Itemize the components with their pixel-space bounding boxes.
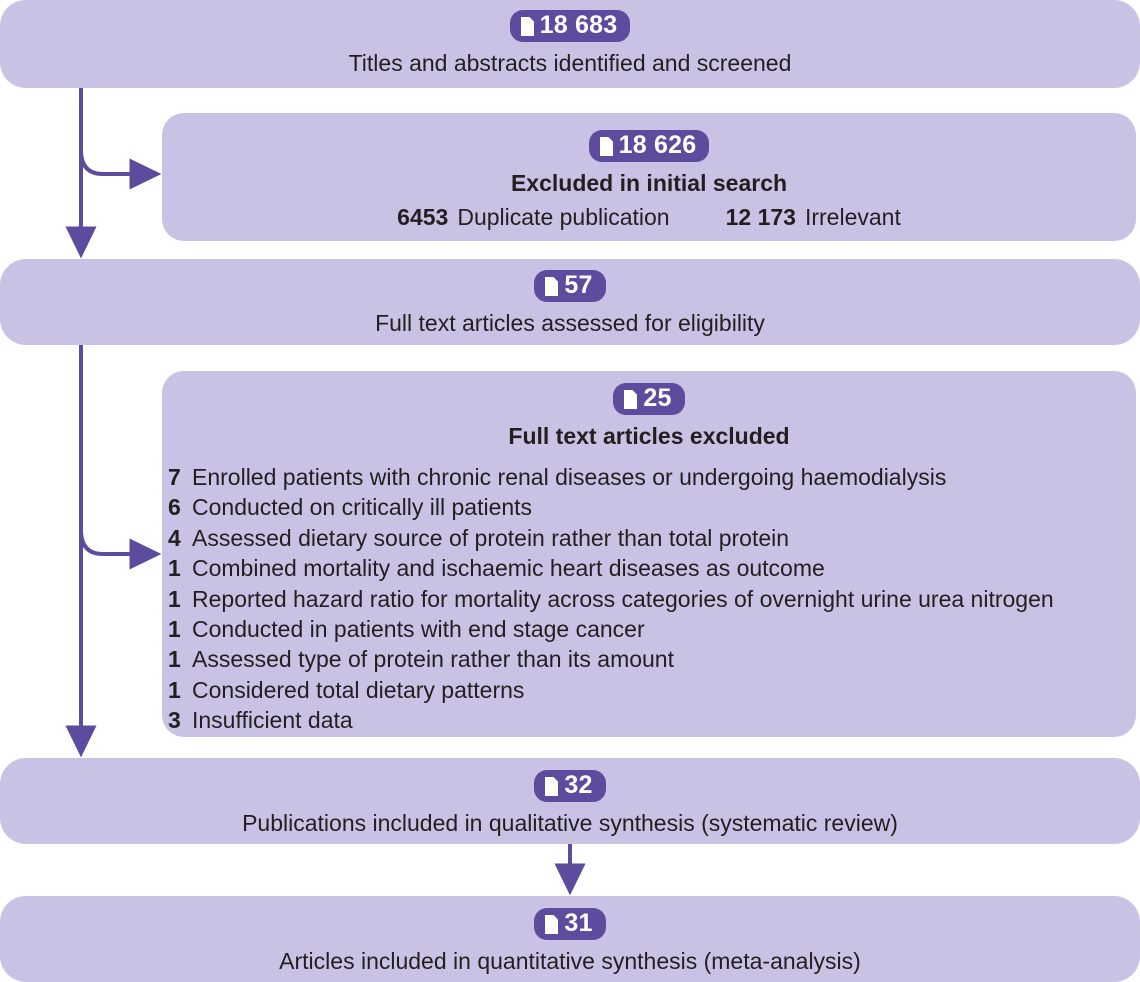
- badge-row: 57: [0, 270, 1140, 302]
- node-titles-abstracts-screened: 18 683 Titles and abstracts identified a…: [0, 0, 1140, 88]
- count-badge: 31: [534, 908, 606, 940]
- node-qualitative-synthesis: 32 Publications included in qualitative …: [0, 758, 1140, 844]
- node-title: Full text articles excluded: [508, 423, 790, 449]
- connector-branch-excluded-full: [79, 529, 162, 570]
- badge-row: 32: [0, 770, 1140, 802]
- reason-label: Conducted in patients with end stage can…: [192, 615, 645, 642]
- node-excluded-initial-search: 18 626 Excluded in initial search 6453 D…: [162, 113, 1136, 241]
- count-value: 25: [643, 384, 672, 412]
- list-item: 7 Enrolled patients with chronic renal d…: [168, 462, 1140, 492]
- reason-pair-row: 6453 Duplicate publication 12 173 Irrele…: [162, 204, 1136, 231]
- list-item: 1 Conducted in patients with end stage c…: [168, 614, 1140, 644]
- list-item: 4 Assessed dietary source of protein rat…: [168, 523, 1140, 553]
- reason-label: Conducted on critically ill patients: [192, 494, 533, 521]
- node-full-text-excluded: 25 Full text articles excluded 7 Enrolle…: [162, 371, 1136, 737]
- count-value: 32: [564, 771, 593, 799]
- reason-count: 6453: [397, 204, 449, 231]
- list-item: 1 Assessed type of protein rather than i…: [168, 644, 1140, 674]
- badge-row: 18 683: [0, 10, 1140, 42]
- reason-label: Assessed type of protein rather than its…: [192, 646, 674, 673]
- node-caption: Publications included in qualitative syn…: [242, 810, 898, 836]
- document-icon: [599, 136, 614, 156]
- connector-branch-excluded-initial: [79, 149, 162, 190]
- reason-count: 1: [168, 585, 181, 612]
- reason-count: 6: [168, 494, 181, 521]
- reason-label: Enrolled patients with chronic renal dis…: [192, 464, 947, 491]
- reason-label: Reported hazard ratio for mortality acro…: [192, 585, 1054, 612]
- count-badge: 18 626: [588, 130, 710, 162]
- reason-label: Combined mortality and ischaemic heart d…: [192, 555, 825, 582]
- count-badge: 18 683: [509, 10, 631, 42]
- badge-row: 31: [0, 908, 1140, 940]
- node-quantitative-synthesis: 31 Articles included in quantitative syn…: [0, 896, 1140, 982]
- document-icon: [544, 914, 559, 934]
- reason-label: Considered total dietary patterns: [192, 676, 525, 703]
- reason-count: 7: [168, 464, 181, 491]
- count-value: 31: [564, 909, 593, 937]
- count-value: 57: [564, 271, 593, 299]
- reason-count: 1: [168, 646, 181, 673]
- reason-list: 7 Enrolled patients with chronic renal d…: [168, 462, 1140, 735]
- node-full-text-assessed: 57 Full text articles assessed for eligi…: [0, 259, 1140, 345]
- reason-count: 3: [168, 707, 181, 733]
- badge-row: 25: [162, 383, 1136, 415]
- reason-label: Irrelevant: [804, 204, 901, 231]
- reason-item: 12 173 Irrelevant: [726, 204, 901, 231]
- count-value: 18 683: [539, 11, 618, 39]
- count-badge: 57: [534, 270, 606, 302]
- node-caption: Articles included in quantitative synthe…: [279, 948, 861, 974]
- count-badge: 25: [613, 383, 685, 415]
- count-value: 18 626: [618, 131, 697, 159]
- list-item: 3 Insufficient data: [168, 705, 1140, 735]
- reason-count: 1: [168, 555, 181, 582]
- reason-label: Insufficient data: [192, 707, 353, 733]
- document-icon: [544, 776, 559, 796]
- reason-count: 12 173: [725, 204, 796, 231]
- badge-row: 18 626: [162, 130, 1136, 162]
- node-caption: Full text articles assessed for eligibil…: [375, 310, 765, 336]
- reason-count: 4: [168, 524, 181, 551]
- list-item: 6 Conducted on critically ill patients: [168, 492, 1140, 522]
- node-caption: Titles and abstracts identified and scre…: [348, 50, 792, 76]
- list-item: 1 Considered total dietary patterns: [168, 675, 1140, 705]
- document-icon: [544, 276, 559, 296]
- document-icon: [623, 389, 638, 409]
- reason-count: 1: [168, 615, 181, 642]
- list-item: 1 Combined mortality and ischaemic heart…: [168, 553, 1140, 583]
- list-item: 1 Reported hazard ratio for mortality ac…: [168, 584, 1140, 614]
- reason-label: Assessed dietary source of protein rathe…: [192, 524, 790, 551]
- node-title: Excluded in initial search: [510, 170, 788, 196]
- reason-label: Duplicate publication: [457, 204, 670, 231]
- count-badge: 32: [534, 770, 606, 802]
- document-icon: [520, 16, 535, 36]
- reason-count: 1: [168, 676, 181, 703]
- reason-item: 6453 Duplicate publication: [397, 204, 669, 231]
